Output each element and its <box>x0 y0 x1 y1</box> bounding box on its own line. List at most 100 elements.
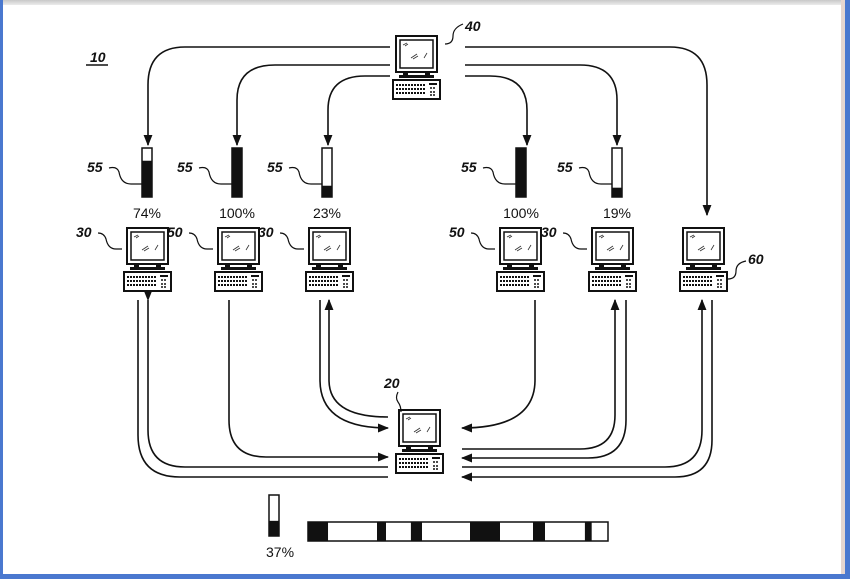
client-node-6: 60 <box>679 227 764 292</box>
segment-empty <box>500 522 533 541</box>
connector-server-to-node-6 <box>465 46 712 217</box>
client-node-5: 30 55 19% <box>541 147 637 292</box>
gauge-ref-label: 55 <box>267 159 283 175</box>
central-computer-icon <box>395 409 444 474</box>
segment-empty <box>591 522 608 541</box>
client-ref-label: 50 <box>167 224 183 240</box>
gauge-percent-label: 100% <box>503 205 539 221</box>
gauge-fill <box>142 160 152 197</box>
client-leader-line <box>279 232 304 250</box>
segment-filled <box>308 522 329 541</box>
server-ref-label: 40 <box>464 18 481 34</box>
gauge-fill <box>269 520 279 536</box>
client-leader-line <box>562 232 587 250</box>
segment-filled <box>410 522 422 541</box>
segment-filled <box>584 522 592 541</box>
server-leader-line <box>444 23 464 45</box>
server-computer-icon <box>392 35 441 100</box>
client-node-4: 50 55 100% <box>449 147 545 292</box>
connector-server-to-node-3 <box>323 75 390 147</box>
connector-server-to-node-5 <box>465 64 622 147</box>
client-leader-line <box>188 232 213 250</box>
gauge-percent-label: 19% <box>603 205 631 221</box>
connector-server-to-node-2 <box>232 64 390 147</box>
gauge-ref-label: 55 <box>461 159 477 175</box>
client-node-1: 30 55 74% <box>76 147 172 292</box>
client-leader-line <box>97 232 122 250</box>
client-leader-line <box>470 232 495 250</box>
segment-filled <box>377 522 386 541</box>
capacity-gauge <box>141 147 153 198</box>
client-leader-line <box>727 260 747 280</box>
client-computer-icon <box>679 227 728 292</box>
gauge-fill <box>322 185 332 197</box>
connector-node-1-to-central-out <box>143 289 388 468</box>
capacity-gauge <box>321 147 333 198</box>
capacity-gauge <box>611 147 623 198</box>
connector-server-to-node-4 <box>465 75 532 147</box>
gauge-fill <box>516 148 526 197</box>
client-computer-icon <box>123 227 172 292</box>
gauge-fill <box>612 187 622 197</box>
frame-top-edge <box>0 0 850 5</box>
client-computer-icon <box>496 227 545 292</box>
frame-right-edge <box>845 0 850 579</box>
gauge-percent-label: 74% <box>133 205 161 221</box>
frame-left-edge <box>0 0 3 579</box>
gauge-leader-line <box>288 166 322 185</box>
capacity-gauge <box>231 147 243 198</box>
client-node-3: 30 55 23% <box>258 147 354 292</box>
gauge-ref-label: 55 <box>177 159 193 175</box>
client-ref-label: 30 <box>258 224 274 240</box>
segment-filled <box>533 522 545 541</box>
connector-node-3-to-central <box>319 300 390 433</box>
segment-bar <box>307 521 609 542</box>
connector-central-to-node-6 <box>462 298 707 468</box>
central-leader-line <box>395 391 402 413</box>
aggregate-indicator <box>268 494 280 537</box>
client-ref-label: 30 <box>76 224 92 240</box>
frame-right-shadow <box>841 0 845 574</box>
gauge-percent-label: 100% <box>219 205 255 221</box>
gauge-leader-line <box>482 166 516 185</box>
aggregate-gauge <box>268 494 280 537</box>
client-ref-label: 30 <box>541 224 557 240</box>
figure-label: 10 <box>90 49 106 65</box>
client-computer-icon <box>214 227 263 292</box>
distribution-connectors <box>143 46 712 217</box>
segment-empty <box>328 522 377 541</box>
gauge-fill <box>232 148 242 197</box>
connector-server-to-node-1 <box>143 46 390 147</box>
return-connectors <box>137 289 713 482</box>
client-computer-icon <box>305 227 354 292</box>
connector-node-6-to-central <box>460 300 713 482</box>
gauge-leader-line <box>108 166 142 185</box>
connector-node-4-to-central <box>460 300 536 433</box>
gauge-ref-label: 55 <box>87 159 103 175</box>
client-node-2: 50 55 100% <box>167 147 263 292</box>
capacity-gauge <box>515 147 527 198</box>
client-ref-label: 60 <box>748 251 764 267</box>
client-computer-icon <box>588 227 637 292</box>
gauge-ref-label: 55 <box>557 159 573 175</box>
segment-filled <box>470 522 500 541</box>
connector-node-2-to-central <box>228 300 390 462</box>
connector-node-5-to-central <box>460 300 627 463</box>
segment-empty <box>422 522 470 541</box>
gauge-percent-label: 23% <box>313 205 341 221</box>
central-ref-label: 20 <box>383 375 400 391</box>
gauge-leader-line <box>578 166 612 185</box>
client-ref-label: 50 <box>449 224 465 240</box>
connector-central-to-node-1 <box>137 300 388 478</box>
segment-empty <box>545 522 585 541</box>
connector-central-to-node-5 <box>462 298 620 450</box>
segment-bar-outline <box>307 521 609 542</box>
segment-empty <box>386 522 411 541</box>
connector-central-to-node-3 <box>324 298 389 418</box>
frame-bottom-edge <box>0 574 850 579</box>
gauge-leader-line <box>198 166 232 185</box>
aggregate-percent-label: 37% <box>266 544 294 560</box>
